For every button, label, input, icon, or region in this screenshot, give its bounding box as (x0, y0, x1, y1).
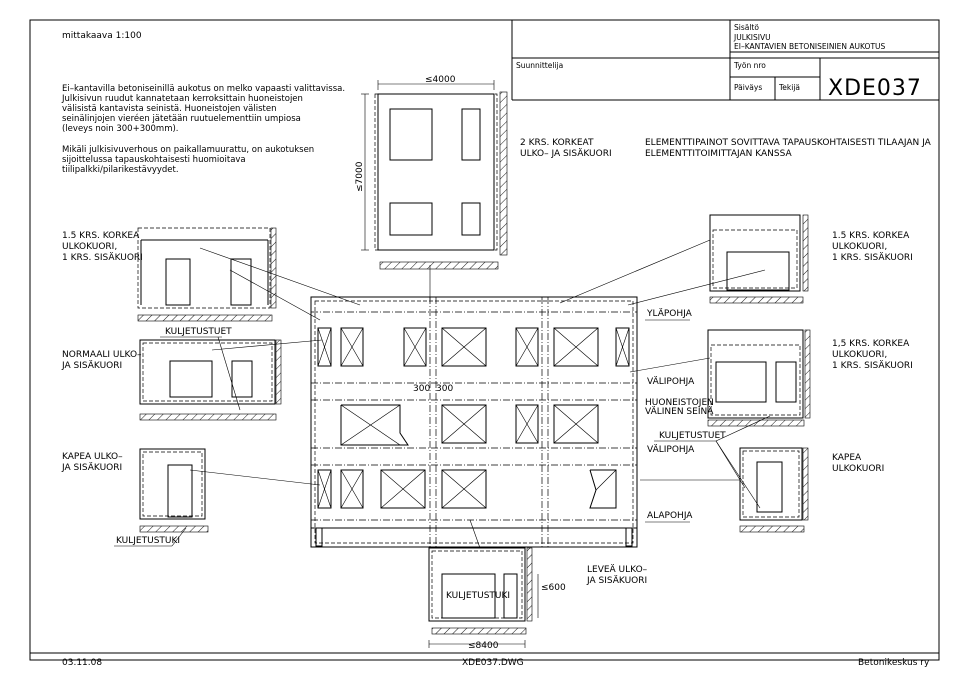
right-15-element (709, 214, 809, 304)
label-normal-2: JA SISÄKUORI (61, 360, 122, 371)
note-weights-2: ELEMENTTITOIMITTAJAN KANSSA (645, 149, 792, 159)
dim-8400: ≤8400 (468, 641, 499, 651)
label-right15-2: ULKOKUORI, (832, 242, 887, 252)
label-left15-3: 1 KRS. SISÄKUORI (62, 252, 143, 263)
label-alapohja: ALAPOHJA (647, 511, 693, 521)
label-yläpohja: YLÄPOHJA (646, 308, 693, 319)
label-wide-1: LEVEÄ ULKO– (587, 564, 648, 575)
title-block (511, 20, 939, 101)
tb-author: Tekijä (778, 83, 800, 92)
label-narrow-r1: KAPEA (832, 453, 862, 463)
label-left15-2: ULKOKUORI, (62, 242, 117, 252)
label-apartment-2: VÄLINEN SEINÄ (645, 406, 714, 417)
label-two-high-1: 2 KRS. KORKEAT (520, 138, 594, 148)
label-kuljetus-left: KULJETUSTUKI (116, 536, 180, 546)
wide-element: ≤8400 ≤600 (428, 547, 566, 651)
dim-300-b: 300 (436, 384, 453, 394)
tb-job: Työn nro (733, 61, 766, 70)
notes: Ei–kantavilla betoniseinillä aukotus on … (61, 84, 345, 175)
note-line: Mikäli julkisivuverhous on paikallamuura… (62, 145, 314, 155)
footer-company: Betonikeskus ry (858, 658, 930, 668)
label-apartment-1: HUONEISTOJEN (645, 398, 714, 408)
note-line: sijoittelussa tapauskohtaisesti huomioit… (62, 155, 246, 165)
label-välipohja-2: VÄLIPOHJA (647, 444, 695, 455)
note-line: seinälinjojen vieréen jätetään ruutuelem… (62, 113, 301, 124)
narrow-element (139, 448, 209, 533)
label-left15-1: 1.5 KRS. KORKEA (62, 231, 140, 241)
label-kuljetus-bottom: KULJETUSTUKI (446, 591, 510, 601)
tb-designer: Suunnittelija (516, 61, 563, 70)
label-kuljetus-right: KULJETUSTUET (659, 431, 726, 441)
narrow-outer-element (739, 447, 809, 533)
label-kuljetus-top: KULJETUSTUET (165, 327, 232, 337)
tb-site-l2: EI–KANTAVIEN BETONISEINIEN AUKOTUS (734, 42, 886, 51)
dim-600: ≤600 (541, 583, 566, 593)
note-weights-1: ELEMENTTIPAINOT SOVITTAVA TAPAUSKOHTAISE… (645, 138, 932, 148)
leader-lines (171, 239, 771, 549)
footer-date: 03.11.08 (62, 658, 102, 668)
sheet-border (29, 19, 940, 661)
label-narrow-r2: ULKOKUORI (832, 464, 884, 474)
label-wide-2: JA SISÄKUORI (586, 575, 647, 586)
label-two-high-2: ULKO– JA SISÄKUORI (520, 148, 612, 159)
label-normal-1: NORMAALI ULKO– (62, 350, 142, 360)
note-line: Julkisivun ruudut kannatetaan kerroksitt… (61, 94, 303, 104)
note-line: välisistä kantavista seinistä. Huoneisto… (62, 104, 276, 114)
dim-4000: ≤4000 (425, 75, 456, 85)
label-narrow-1: KAPEA ULKO– (62, 452, 123, 462)
main-facade: 300 300 (310, 296, 638, 548)
tb-code: XDE037 (828, 76, 922, 101)
left-15-element (137, 227, 277, 322)
footer-file: XDE037.DWG (462, 658, 524, 668)
tb-site-l1: JULKISIVU (733, 33, 771, 42)
dim-300-a: 300 (413, 384, 430, 394)
label-right15b-3: 1 KRS. SISÄKUORI (832, 360, 913, 371)
note-line: tiilipalkki/pilarikestävyydet. (62, 165, 179, 175)
dim-7000: ≤7000 (355, 161, 365, 192)
right-15b-element (707, 329, 811, 427)
label-right15-1: 1.5 KRS. KORKEA (832, 231, 910, 241)
note-line: (leveys noin 300+300mm). (62, 124, 179, 134)
scale-label: mittakaava 1:100 (62, 31, 142, 41)
label-right15-3: 1 KRS. SISÄKUORI (832, 252, 913, 263)
label-right15b-1: 1,5 KRS. KORKEA (832, 339, 910, 349)
normal-element (139, 339, 282, 421)
label-right15b-2: ULKOKUORI, (832, 350, 887, 360)
tb-site-label: Sisältö (734, 23, 759, 32)
label-narrow-2: JA SISÄKUORI (61, 462, 122, 473)
note-line: Ei–kantavilla betoniseinillä aukotus on … (62, 84, 345, 94)
tb-date: Päiväys (734, 83, 762, 92)
label-välipohja-1: VÄLIPOHJA (647, 376, 695, 387)
two-storey-element: ≤4000 ≤7000 (355, 75, 508, 270)
